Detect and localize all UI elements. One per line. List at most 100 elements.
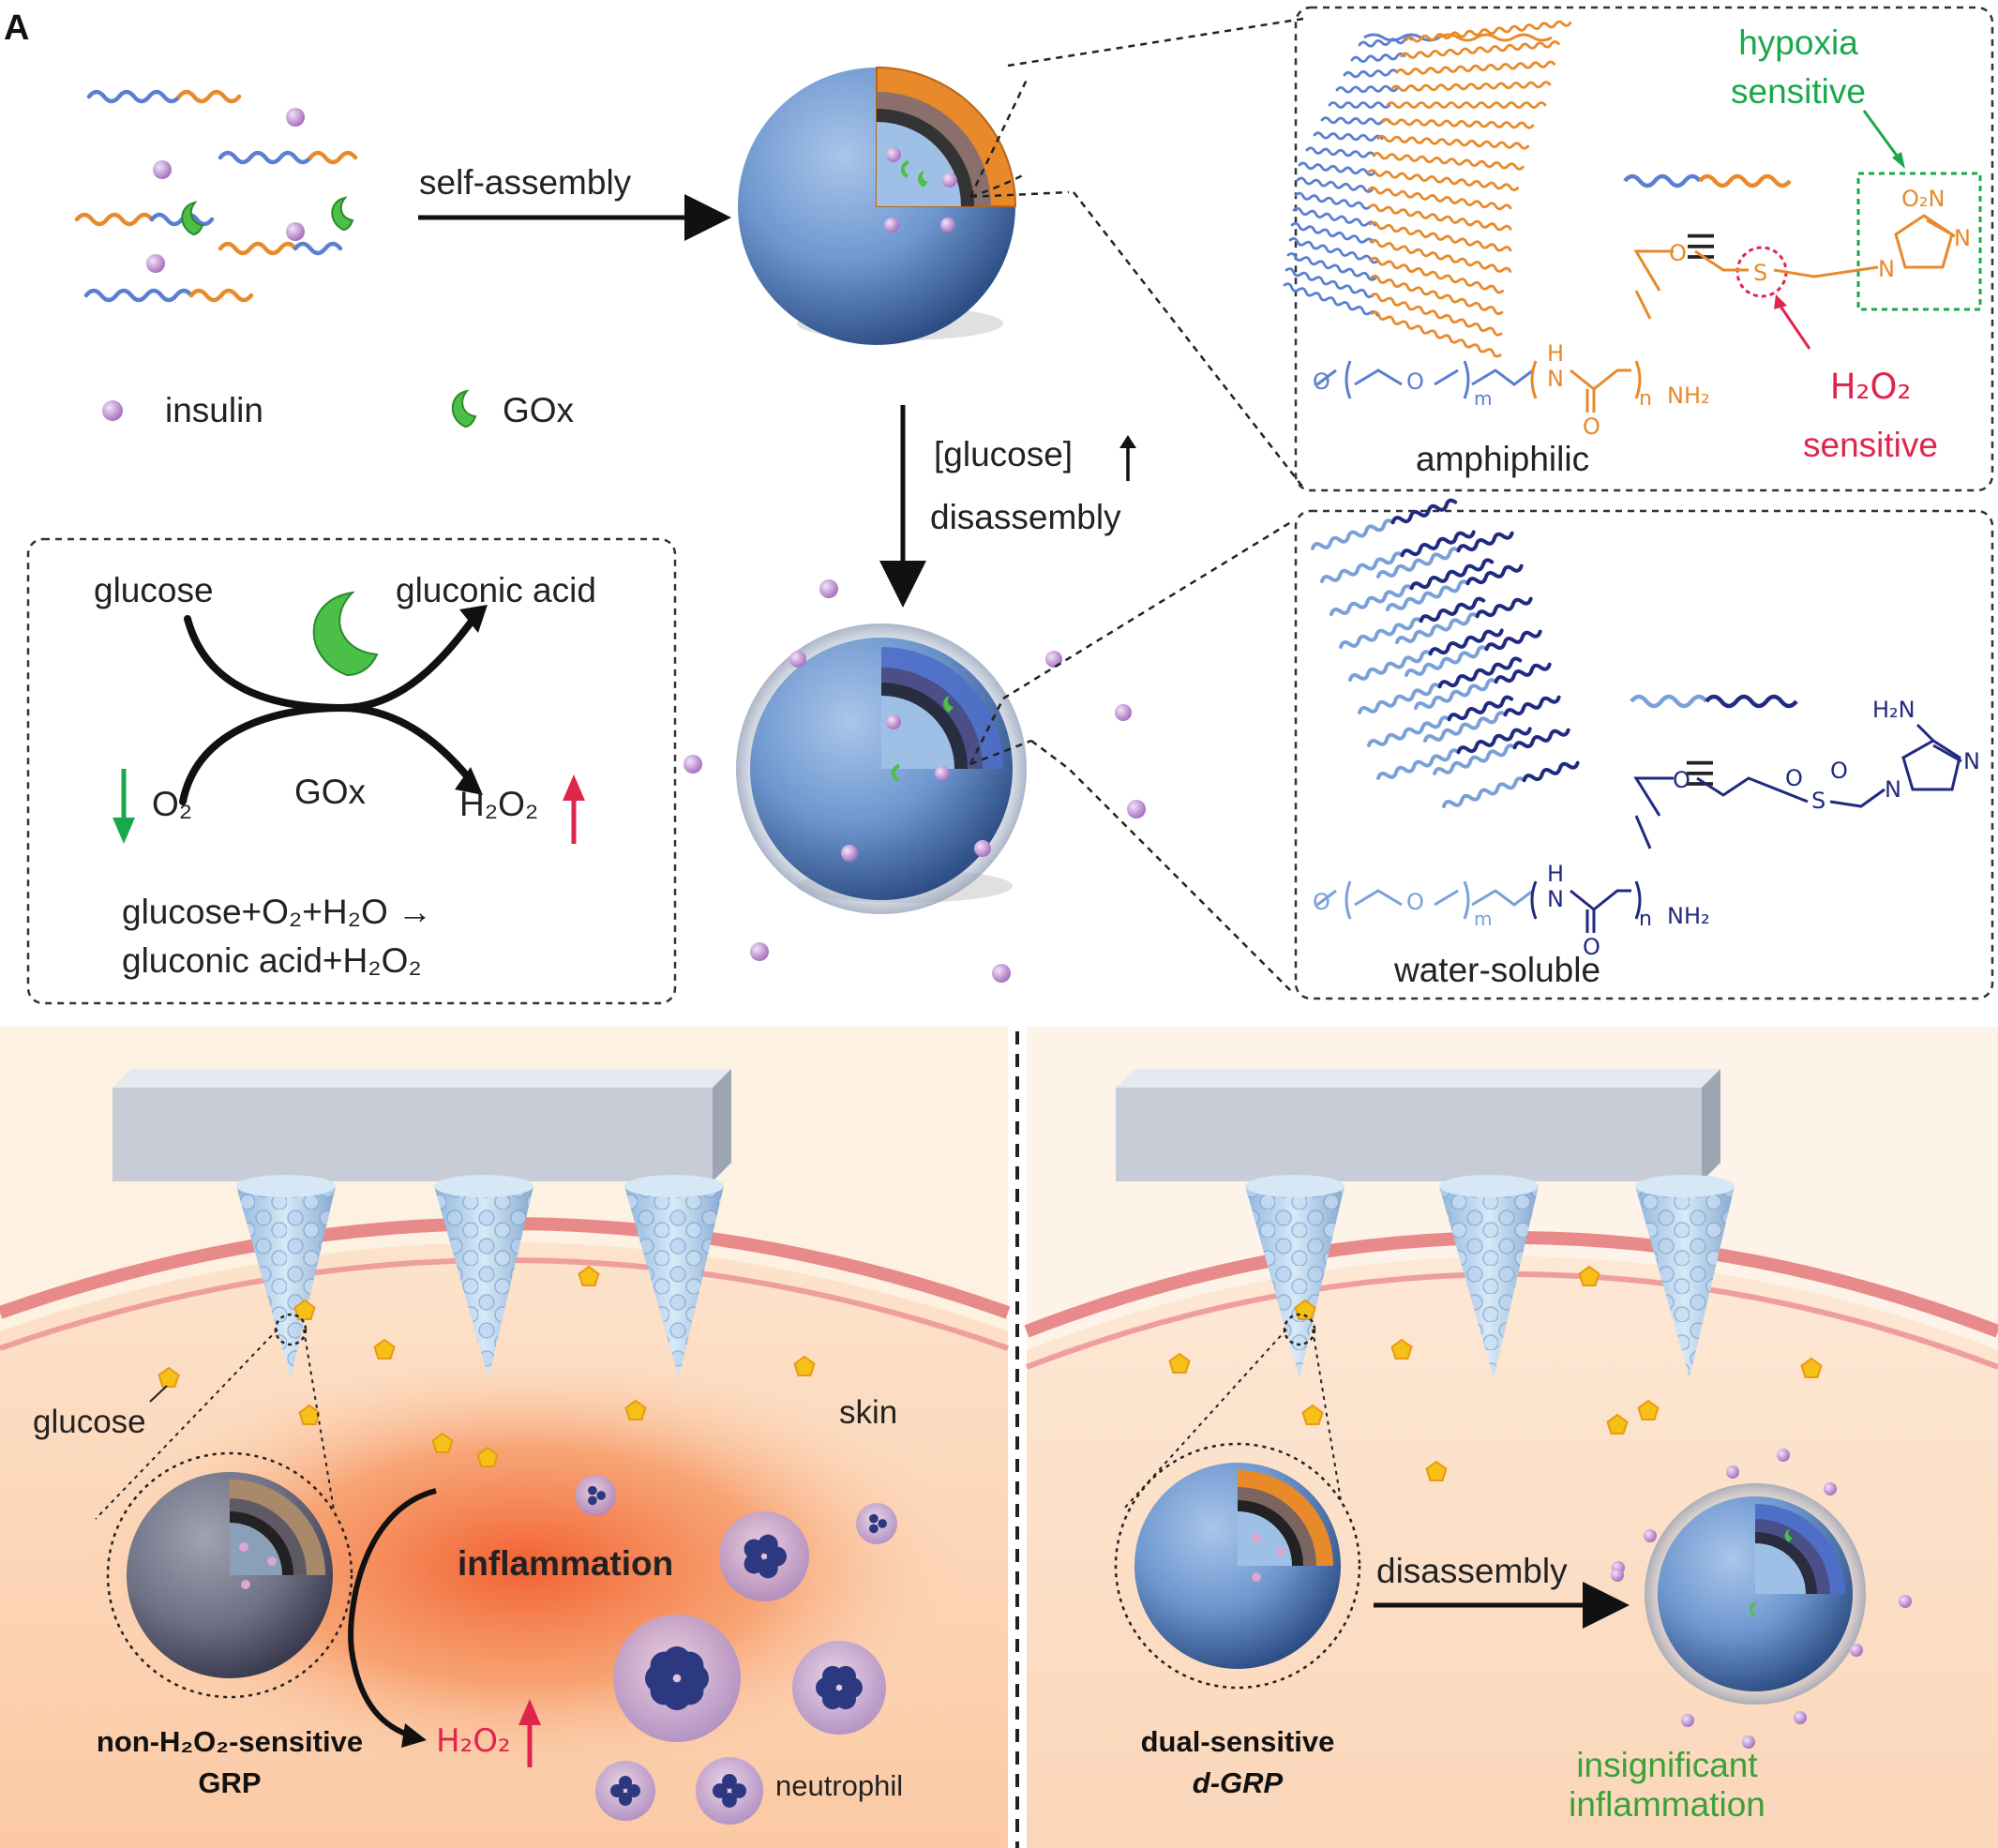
inflammation-label: inflammation (458, 1544, 673, 1583)
peg-o-mid: O (1406, 368, 1424, 395)
sulfone-s: S (1811, 788, 1825, 814)
water-backbone (1316, 880, 1642, 933)
inflammation-h2o2-up-arrow (518, 1699, 541, 1767)
nitro-group: O₂N (1901, 186, 1945, 212)
disassembly-label-b: disassembly (1376, 1552, 1568, 1590)
released-insulin-beads-b (1611, 1449, 1912, 1749)
peg-o-left-2: O (1313, 889, 1330, 915)
o2-down-arrow (113, 769, 135, 844)
d-grp-label-line1: dual-sensitive (1141, 1725, 1335, 1758)
gox-enzyme-large (312, 591, 379, 677)
carbonyl-o: O (1583, 413, 1600, 440)
gluconic-arrowhead (459, 605, 488, 633)
amide-n: N (1547, 366, 1564, 392)
hypoxia-pointer (1862, 110, 1901, 160)
hypoxia-group-box (1856, 172, 1982, 311)
water-soluble-chain-rows (1311, 498, 1580, 808)
gox-legend-label: GOx (503, 391, 575, 429)
imidazole-n-top: N (1954, 225, 1971, 251)
right-zoom-circle (1114, 1442, 1361, 1690)
amphiphilic-single-chain (1623, 173, 1792, 188)
polymer-chains (74, 89, 358, 303)
left-zoom-lines (95, 1329, 335, 1520)
water-soluble-caption: water-soluble (1393, 951, 1600, 989)
glucose-trigger-label: [glucose] (934, 435, 1073, 473)
amphiphilic-box (1294, 6, 1994, 492)
amide-h: H (1547, 340, 1564, 367)
water-soluble-box (1294, 509, 1994, 1000)
terminal-nh2-2: NH₂ (1667, 903, 1710, 929)
right-microneedle-patch (1116, 1069, 1735, 1378)
neutrophil-label: neutrophil (775, 1769, 903, 1802)
ether-o-navy: O (1673, 767, 1690, 793)
left-needle-zoom-target (274, 1313, 308, 1346)
inflammation-h2o2: H₂O₂ (436, 1722, 511, 1760)
h2o2-arrowhead (455, 767, 483, 795)
amphiphilic-equiv: III (1679, 231, 1720, 263)
repeat-n: n (1639, 387, 1652, 411)
h2o2-sensitive-label: sensitive (1803, 426, 1938, 464)
right-zoom-lines (1122, 1329, 1342, 1510)
reaction-arrows (179, 615, 477, 805)
imidazole-n-left-2: N (1885, 776, 1901, 803)
h2o2-sensitive-title: H₂O₂ (1830, 367, 1912, 407)
nitroimidazole-ring (1894, 214, 1956, 269)
insulin-legend-label: insulin (165, 391, 263, 429)
self-assembly-label: self-assembly (419, 163, 632, 202)
insulin-legend-icon (102, 400, 123, 421)
h2o2-production-arrow (348, 1488, 437, 1739)
peg-o-left: O (1313, 368, 1330, 395)
h2o2-up-arrow (563, 774, 585, 844)
imidazole-n-top-2: N (1963, 748, 1980, 774)
zoom-lines-top (969, 17, 1304, 488)
insignificant-label-line2: inflammation (1569, 1785, 1765, 1824)
micelle-disassembled (736, 624, 1027, 914)
right-needle-zoom-target (1283, 1313, 1316, 1346)
glucose-up-arrow (1119, 435, 1136, 481)
glucose-label: glucose (33, 1404, 146, 1440)
amphiphilic-chain-rows (1283, 20, 1572, 358)
reaction-o2: O₂ (152, 785, 192, 823)
reaction-h2o2: H₂O₂ (459, 785, 538, 823)
amphiphilic-backbone (1316, 360, 1642, 413)
reaction-gox: GOx (294, 773, 367, 811)
peg-m: m (1474, 387, 1492, 410)
skin-label: skin (839, 1394, 897, 1431)
reaction-equation-line1: glucose+O₂+H₂O → (122, 893, 432, 931)
imidazole-n-left: N (1878, 256, 1895, 282)
ether-o-orange: O (1669, 240, 1687, 266)
glucose-pointer (149, 1385, 168, 1403)
thioether-s: S (1753, 260, 1767, 286)
panel-a-letter: A (4, 8, 29, 48)
carbonyl-o-2: O (1583, 934, 1600, 960)
water-side-chain-bonds (1633, 776, 1885, 849)
gox-enzymes-free (181, 196, 354, 236)
insignificant-label-line1: insignificant (1576, 1746, 1758, 1784)
d-grp-particle (1134, 1463, 1341, 1669)
sulfone-o-left: O (1785, 765, 1803, 791)
terminal-nh2: NH₂ (1667, 383, 1710, 409)
water-soluble-single-chain (1630, 694, 1798, 709)
disassembly-label: disassembly (930, 498, 1121, 536)
sulfone-o-right: O (1830, 758, 1848, 784)
reaction-equation-line2: gluconic acid+H₂O₂ (122, 941, 422, 980)
gox-legend-icon (451, 389, 477, 428)
reaction-gluconic-acid: gluconic acid (396, 571, 596, 609)
peg-o-mid-2: O (1406, 889, 1424, 915)
left-microneedle-patch (113, 1069, 731, 1378)
repeat-n-2: n (1639, 908, 1652, 931)
left-zoom-circle (106, 1451, 353, 1699)
hypoxia-label-line2: sensitive (1731, 72, 1866, 111)
peg-m-2: m (1474, 908, 1492, 930)
d-grp-label-line2: d-GRP (1193, 1766, 1284, 1799)
water-soluble-equiv: III (1678, 758, 1720, 789)
aminoimidazole-ring (1901, 723, 1962, 791)
insulin-beads-free (146, 108, 305, 273)
neutrophils (575, 1475, 897, 1825)
amino-group: H₂N (1872, 697, 1915, 723)
d-grp-disassembled (1645, 1483, 1866, 1705)
zoom-lines-bottom (969, 518, 1295, 995)
grp-label-line2: GRP (198, 1766, 261, 1799)
h2o2-pointer (1778, 304, 1811, 350)
